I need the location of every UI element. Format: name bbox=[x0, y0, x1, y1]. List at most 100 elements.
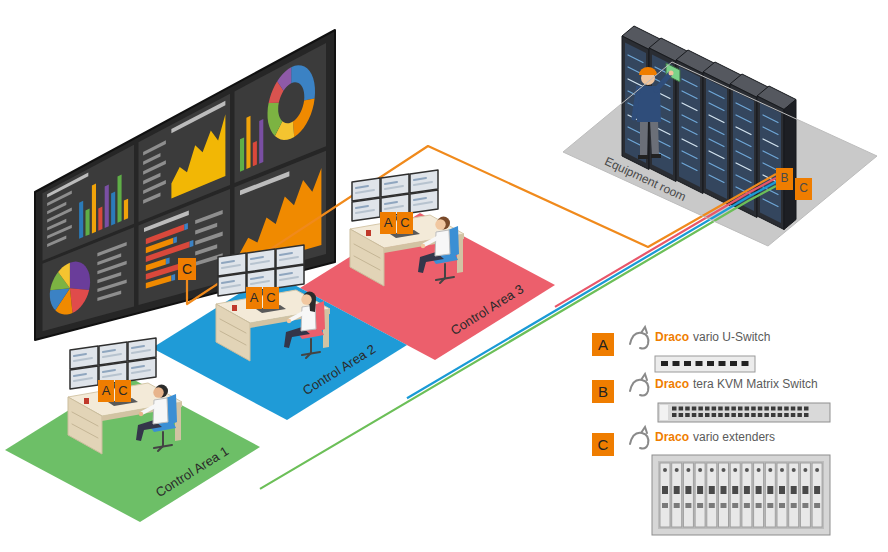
screen-graphic bbox=[47, 208, 72, 223]
screen-graphic bbox=[143, 193, 160, 204]
legend-key: B bbox=[592, 380, 614, 403]
screen-graphic bbox=[58, 263, 70, 289]
card-led bbox=[698, 468, 702, 472]
device-port bbox=[725, 413, 730, 417]
brand-icon bbox=[630, 374, 648, 396]
technician bbox=[669, 71, 674, 76]
device-port bbox=[738, 413, 743, 417]
rack-unit bbox=[736, 139, 751, 147]
rack-unit bbox=[763, 199, 778, 207]
card-port bbox=[744, 503, 750, 508]
rack-unit bbox=[628, 55, 643, 63]
legend-entry: tera KVM Matrix Switch bbox=[693, 378, 818, 392]
product-name: vario extenders bbox=[693, 431, 775, 445]
device-badge: C bbox=[263, 287, 279, 309]
screen-graphic bbox=[222, 285, 240, 288]
brand-name: Draco bbox=[655, 378, 689, 392]
screen-graphic bbox=[146, 275, 172, 288]
monitor bbox=[128, 358, 156, 381]
card-led bbox=[686, 468, 690, 472]
screen-graphic bbox=[103, 350, 115, 352]
device-port bbox=[712, 407, 717, 411]
screen-graphic bbox=[385, 182, 397, 184]
device-port bbox=[673, 361, 680, 366]
card-port bbox=[779, 486, 785, 494]
device-port bbox=[698, 413, 703, 417]
device-port bbox=[738, 407, 743, 411]
rack-unit bbox=[736, 151, 751, 159]
brand-name: Draco bbox=[655, 431, 689, 445]
technician bbox=[656, 74, 670, 90]
monitor bbox=[218, 253, 246, 276]
technician bbox=[634, 90, 638, 118]
desk bbox=[216, 304, 250, 361]
chair-part bbox=[306, 353, 311, 358]
card-port bbox=[756, 503, 762, 508]
device-port bbox=[719, 361, 726, 366]
rack-cabinet bbox=[784, 100, 796, 230]
screen-graphic bbox=[97, 272, 121, 283]
legend-art bbox=[630, 327, 830, 535]
screen-graphic bbox=[385, 202, 397, 204]
desk bbox=[350, 229, 384, 286]
person bbox=[290, 312, 305, 320]
card-port bbox=[674, 503, 680, 508]
chair-part bbox=[162, 432, 164, 446]
screen-graphic bbox=[414, 182, 432, 185]
device-port bbox=[751, 407, 756, 411]
workstation bbox=[68, 338, 182, 454]
screen-graphic bbox=[92, 183, 96, 233]
area-label: Equipment room bbox=[602, 155, 688, 205]
screen-graphic bbox=[74, 358, 92, 361]
video-wall-frame bbox=[35, 30, 335, 340]
rack-unit bbox=[709, 115, 724, 123]
card-port bbox=[721, 503, 727, 508]
screen-graphic bbox=[356, 206, 368, 208]
screen-graphic bbox=[74, 354, 86, 356]
card-port bbox=[709, 486, 715, 494]
video-wall bbox=[35, 30, 335, 340]
card-port bbox=[802, 486, 808, 494]
extender-chassis bbox=[658, 461, 824, 529]
card-led bbox=[675, 468, 679, 472]
card-port bbox=[685, 486, 691, 494]
badge-letter: C bbox=[118, 384, 127, 399]
screen-graphic bbox=[132, 346, 144, 348]
legend-entry: vario U-Switch bbox=[693, 331, 770, 345]
floor-shape bbox=[152, 273, 407, 420]
person bbox=[424, 237, 439, 245]
workstation bbox=[350, 170, 464, 286]
badge-letter: A bbox=[598, 336, 608, 353]
extender-card bbox=[695, 463, 705, 527]
screen-graphic bbox=[173, 236, 177, 243]
person bbox=[421, 244, 425, 248]
drawer bbox=[220, 331, 246, 345]
card-led bbox=[722, 468, 726, 472]
screen-graphic bbox=[184, 223, 188, 230]
rack-unit bbox=[763, 127, 778, 135]
badge-letter: A bbox=[102, 384, 111, 399]
card-port bbox=[709, 503, 715, 508]
rack-unit bbox=[763, 115, 778, 123]
chair-part bbox=[158, 446, 163, 451]
brand-icon bbox=[630, 327, 648, 349]
card-port bbox=[744, 486, 750, 494]
drawer bbox=[354, 256, 380, 270]
device-port bbox=[742, 361, 749, 366]
rack-unit bbox=[682, 79, 697, 87]
screen-graphic bbox=[97, 291, 121, 302]
monitor bbox=[381, 174, 409, 197]
mug bbox=[232, 305, 237, 311]
screen-graphic bbox=[139, 189, 231, 305]
card-port bbox=[802, 503, 808, 508]
u-switch-device bbox=[655, 356, 755, 372]
rack-cabinet bbox=[703, 72, 730, 206]
rack-door bbox=[760, 103, 781, 224]
rack-unit bbox=[682, 151, 697, 159]
screen-graphic bbox=[103, 374, 121, 377]
drawer bbox=[354, 244, 380, 258]
device-badge: A bbox=[380, 212, 396, 234]
device-port bbox=[692, 407, 697, 411]
device-port bbox=[661, 361, 668, 366]
chair-part bbox=[444, 264, 446, 278]
